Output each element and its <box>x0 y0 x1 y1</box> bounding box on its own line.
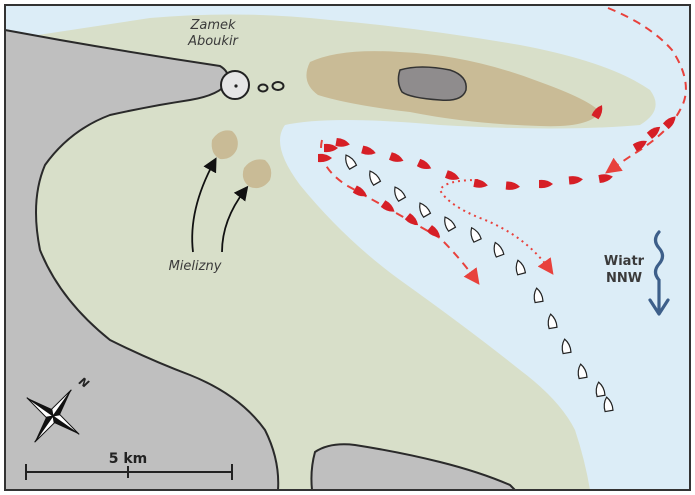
red-ship <box>335 138 350 147</box>
white-ship <box>470 226 482 243</box>
red-ship <box>646 126 661 139</box>
route-dotted <box>438 179 554 275</box>
red-ship <box>591 105 603 120</box>
shoal-arrow-1 <box>191 157 217 253</box>
white-ship <box>493 241 505 258</box>
red-ship <box>318 153 332 163</box>
red-ship <box>416 158 432 169</box>
white-ship <box>533 287 544 304</box>
fort-icon <box>220 70 285 100</box>
wind-label-line1: Wiatr <box>604 254 645 269</box>
red-ship <box>598 174 613 183</box>
route-main <box>605 7 687 174</box>
fleet-b <box>345 154 614 413</box>
red-ship <box>473 179 488 188</box>
mainland <box>4 28 280 491</box>
red-ship <box>539 179 553 189</box>
route-left <box>320 139 480 285</box>
red-ship <box>388 152 404 162</box>
white-ship <box>547 313 558 330</box>
white-ship <box>369 170 382 186</box>
red-ship <box>568 176 583 185</box>
wind-label-line2: NNW <box>606 271 642 286</box>
red-ship <box>662 116 676 130</box>
white-ship <box>345 154 358 170</box>
white-ship <box>603 396 614 413</box>
castle-label-line2: Aboukir <box>187 34 239 49</box>
white-ship <box>444 216 457 232</box>
map-border <box>4 4 691 491</box>
white-ship <box>419 202 432 218</box>
castle-label-line1: Zamek <box>189 18 236 33</box>
scale-label: 5 km <box>109 451 148 467</box>
red-ship <box>324 143 338 153</box>
red-ship <box>352 185 367 197</box>
shoal-blob-1 <box>211 130 238 160</box>
shoals-label: Mielizny <box>169 259 222 274</box>
white-ship <box>595 381 606 398</box>
red-ship <box>632 140 647 152</box>
shoal-arrow-2 <box>221 185 249 253</box>
southern-land <box>310 443 518 491</box>
white-ship <box>515 259 527 276</box>
red-ship <box>361 145 376 155</box>
fleet-a <box>318 105 676 238</box>
red-ship <box>426 225 441 238</box>
compass-rose-icon <box>26 389 80 443</box>
wind-arrow-icon <box>648 230 670 316</box>
white-ship <box>394 186 407 202</box>
white-ship <box>577 363 588 380</box>
white-ship <box>561 338 572 355</box>
red-ship <box>505 181 520 190</box>
red-ship <box>404 213 419 226</box>
red-ship <box>380 200 395 212</box>
shoal-blob-2 <box>242 159 272 189</box>
island <box>397 66 467 102</box>
scale-bar <box>25 464 233 480</box>
red-ship <box>444 170 460 180</box>
